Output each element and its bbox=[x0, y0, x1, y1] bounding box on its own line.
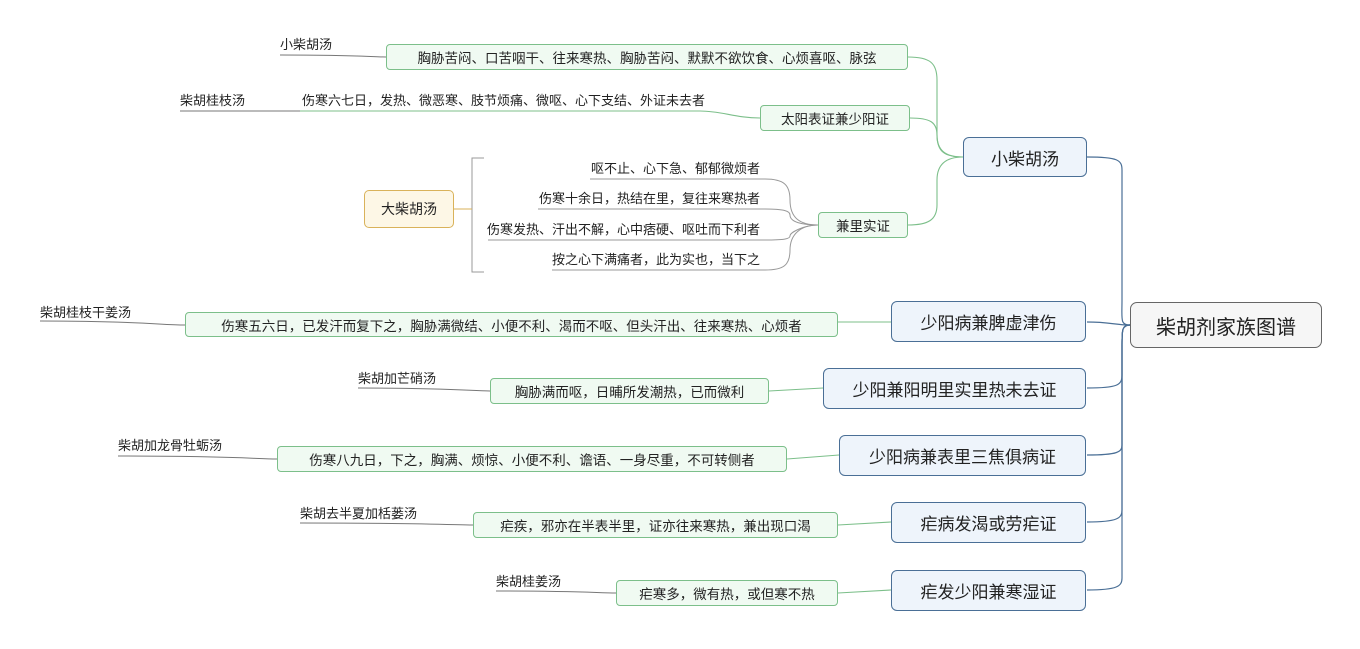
detail-connectors bbox=[300, 110, 892, 594]
detail-sanjiao-text: 伤寒八九日，下之，胸满、烦惊、小便不利、谵语、一身尽重，不可转侧者 bbox=[309, 453, 755, 469]
detail-hanshi[interactable]: 疟寒多，微有热，或但寒不热 bbox=[616, 580, 838, 606]
topic-nueke[interactable]: 疟病发渴或劳疟证 bbox=[891, 502, 1086, 543]
topic-yangming-label: 少阳兼阳明里实里热未去证 bbox=[852, 381, 1057, 401]
formula-dachaihu[interactable]: 大柴胡汤 bbox=[364, 190, 454, 228]
connector-root-sanjiao bbox=[1086, 324, 1131, 456]
detail-pixu-text: 伤寒五六日，已发汗而复下之，胸胁满微结、小便不利、渴而不呕、但头汗出、往来寒热、… bbox=[221, 318, 802, 335]
detail-hanshi-text: 疟寒多，微有热，或但寒不热 bbox=[639, 587, 815, 603]
connector-formula-sanjiao bbox=[117, 455, 278, 460]
connector-root-pixu bbox=[1086, 321, 1131, 326]
connector-root-nueke bbox=[1086, 324, 1131, 523]
subtopic-jianli-label: 兼里实证 bbox=[836, 219, 890, 235]
connector-root-xiaochaihu bbox=[1086, 156, 1131, 326]
topic-pixu[interactable]: 少阳病兼脾虚津伤 bbox=[891, 301, 1086, 342]
formula-guizhi: 柴胡桂枝汤 bbox=[180, 94, 246, 109]
connector-nueke-text bbox=[837, 521, 892, 526]
topic-xiaochaihu[interactable]: 小柴胡汤 bbox=[963, 137, 1087, 177]
formula-connectors bbox=[39, 54, 617, 594]
connector-root-hanshi bbox=[1086, 324, 1131, 591]
topic-sanjiao-label: 少阳病兼表里三焦俱病证 bbox=[869, 448, 1056, 468]
jianli-item-1: 呕不止、心下急、郁郁微烦者 bbox=[590, 162, 760, 177]
jianli-bracket bbox=[471, 157, 484, 273]
topic-pixu-label: 少阳病兼脾虚津伤 bbox=[920, 314, 1057, 334]
connector-root-yangming bbox=[1086, 324, 1131, 389]
subtopic-jianli[interactable]: 兼里实证 bbox=[818, 212, 908, 238]
connector-sanjiao-text bbox=[786, 454, 840, 460]
xiaochaihu-connectors bbox=[907, 56, 964, 226]
topic-hanshi-label: 疟发少阳兼寒湿证 bbox=[920, 583, 1057, 603]
detail-sanjiao[interactable]: 伤寒八九日，下之，胸满、烦惊、小便不利、谵语、一身尽重，不可转侧者 bbox=[277, 446, 787, 472]
connector-jianli-item-4 bbox=[552, 224, 819, 271]
topic-sanjiao[interactable]: 少阳病兼表里三焦俱病证 bbox=[839, 435, 1086, 476]
jianli-item-3: 伤寒发热、汗出不解，心中痞硬、呕吐而下利者 bbox=[486, 223, 760, 238]
formula-pixu: 柴胡桂枝干姜汤 bbox=[40, 306, 132, 321]
formula-sanjiao: 柴胡加龙骨牡蛎汤 bbox=[118, 439, 223, 454]
topic-xiaochaihu-label: 小柴胡汤 bbox=[991, 149, 1059, 170]
formula-dachaihu-label: 大柴胡汤 bbox=[381, 202, 437, 218]
connector-xiaochaihu-jianli bbox=[907, 156, 964, 226]
connector-jianli-item-2 bbox=[538, 208, 819, 226]
formula-xiaochaihu: 小柴胡汤 bbox=[280, 38, 333, 53]
root-label: 柴胡剂家族图谱 bbox=[1156, 314, 1296, 339]
connector-jianli-item-1 bbox=[590, 178, 819, 226]
subtopic-taiyang[interactable]: 太阳表证兼少阳证 bbox=[760, 105, 910, 131]
subtopic-xiaochaihu-symptoms-text: 胸胁苦闷、口苦咽干、往来寒热、胸胁苦闷、默默不欲饮食、心烦喜呕、脉弦 bbox=[417, 51, 877, 67]
connector-formula-pixu bbox=[39, 320, 186, 326]
connector-hanshi-text bbox=[837, 589, 892, 594]
subtopic-taiyang-text: 伤寒六七日，发热、微恶寒、肢节烦痛、微呕、心下支结、外证未去者 bbox=[302, 94, 706, 109]
detail-nueke-text: 疟疾，邪亦在半表半里，证亦往来寒热，兼出现口渴 bbox=[500, 519, 811, 535]
detail-yangming[interactable]: 胸胁满而呕，日晡所发潮热，已而微利 bbox=[490, 378, 769, 404]
connector-formula-xiaochaihu bbox=[279, 54, 387, 58]
connector-formula-nueke bbox=[299, 522, 474, 526]
root-connectors bbox=[1086, 156, 1131, 591]
topic-nueke-label: 疟病发渴或劳疟证 bbox=[920, 515, 1057, 535]
detail-nueke[interactable]: 疟疾，邪亦在半表半里，证亦往来寒热，兼出现口渴 bbox=[473, 512, 838, 538]
root-node[interactable]: 柴胡剂家族图谱 bbox=[1130, 302, 1322, 348]
connector-formula-yangming bbox=[357, 387, 491, 392]
formula-yangming: 柴胡加芒硝汤 bbox=[358, 372, 437, 387]
detail-yangming-text: 胸胁满而呕，日晡所发潮热，已而微利 bbox=[514, 385, 745, 401]
connector-formula-hanshi bbox=[495, 590, 617, 594]
detail-pixu[interactable]: 伤寒五六日，已发汗而复下之，胸胁满微结、小便不利、渴而不呕、但头汗出、往来寒热、… bbox=[185, 312, 838, 337]
connector-yangming-text bbox=[768, 387, 824, 392]
formula-hanshi: 柴胡桂姜汤 bbox=[496, 575, 562, 590]
connector-xiaochaihu-taiyang bbox=[909, 117, 964, 158]
topic-yangming[interactable]: 少阳兼阳明里实里热未去证 bbox=[823, 368, 1086, 409]
jianli-connectors bbox=[454, 157, 819, 273]
topic-hanshi[interactable]: 疟发少阳兼寒湿证 bbox=[891, 570, 1086, 611]
formula-nueke: 柴胡去半夏加栝蒌汤 bbox=[300, 507, 418, 522]
subtopic-xiaochaihu-symptoms[interactable]: 胸胁苦闷、口苦咽干、往来寒热、胸胁苦闷、默默不欲饮食、心烦喜呕、脉弦 bbox=[386, 44, 908, 70]
jianli-item-4: 按之心下满痛者，此为实也，当下之 bbox=[551, 253, 760, 268]
subtopic-taiyang-label: 太阳表证兼少阳证 bbox=[781, 112, 889, 128]
jianli-item-2: 伤寒十余日，热结在里，复往来寒热者 bbox=[538, 192, 760, 207]
connector-taiyang-text bbox=[300, 110, 761, 119]
connector-xiaochaihu-main bbox=[907, 56, 964, 158]
